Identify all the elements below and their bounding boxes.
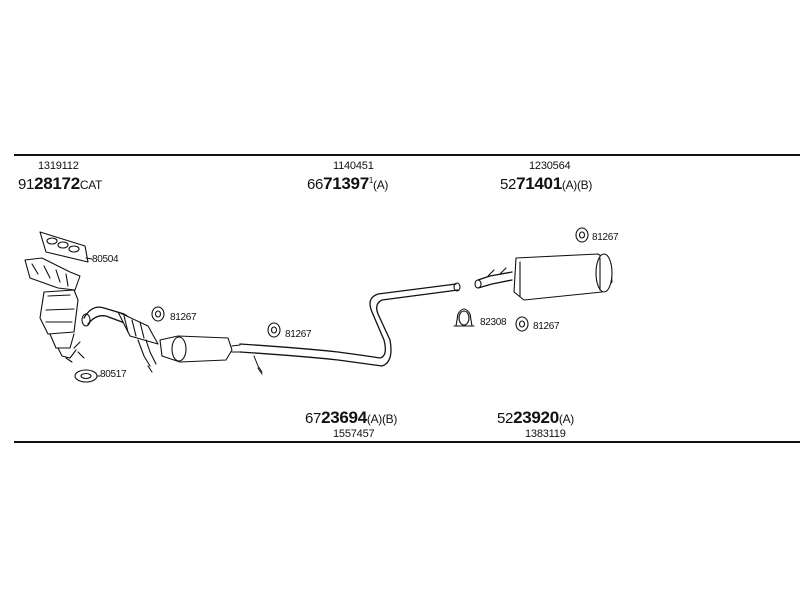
- callout-ring-middle: 81267: [285, 329, 312, 340]
- order-code-catalyst: 9128172CAT: [18, 174, 103, 193]
- callout-ring-rear-bottom: 81267: [533, 321, 560, 332]
- part-number-middle-pipe: 1557457: [333, 428, 375, 440]
- part-number-rear-silencer: 1230564: [529, 160, 571, 172]
- part-number-front-pipe: 1140451: [333, 160, 374, 172]
- rubber-ring-front: [151, 306, 165, 322]
- top-divider-line: [14, 154, 800, 156]
- front-silencer: [159, 335, 241, 363]
- order-code-tail-pipe: 5223920(A): [497, 408, 574, 427]
- callout-clamp: 82308: [480, 317, 507, 328]
- callout-ring-front: 81267: [170, 312, 197, 323]
- callout-gasket-bottom: 80517: [100, 369, 127, 380]
- middle-pipe: [239, 282, 461, 375]
- rubber-ring-rear-bottom: [515, 316, 529, 332]
- front-pipe: [81, 306, 159, 373]
- manifold-gasket-top: [39, 231, 93, 263]
- bottom-divider-line: [14, 441, 800, 443]
- order-code-front-pipe: 66713971(A): [307, 174, 389, 193]
- pipe-clamp: [453, 308, 475, 327]
- rubber-ring-rear-top: [575, 227, 589, 243]
- rear-silencer: [513, 253, 613, 301]
- order-code-middle-pipe: 6723694(A)(B): [305, 408, 398, 427]
- manifold-catalyst: [24, 257, 85, 363]
- gasket-bottom: [74, 369, 101, 383]
- order-code-rear-silencer: 5271401(A)(B): [500, 174, 593, 193]
- callout-gasket-top: 80504: [92, 254, 119, 265]
- tail-pipe: [474, 267, 513, 289]
- part-number-tail-pipe: 1383119: [525, 428, 566, 440]
- callout-ring-rear-top: 81267: [592, 232, 619, 243]
- rubber-ring-middle: [267, 322, 281, 338]
- part-number-catalyst: 1319112: [38, 160, 79, 172]
